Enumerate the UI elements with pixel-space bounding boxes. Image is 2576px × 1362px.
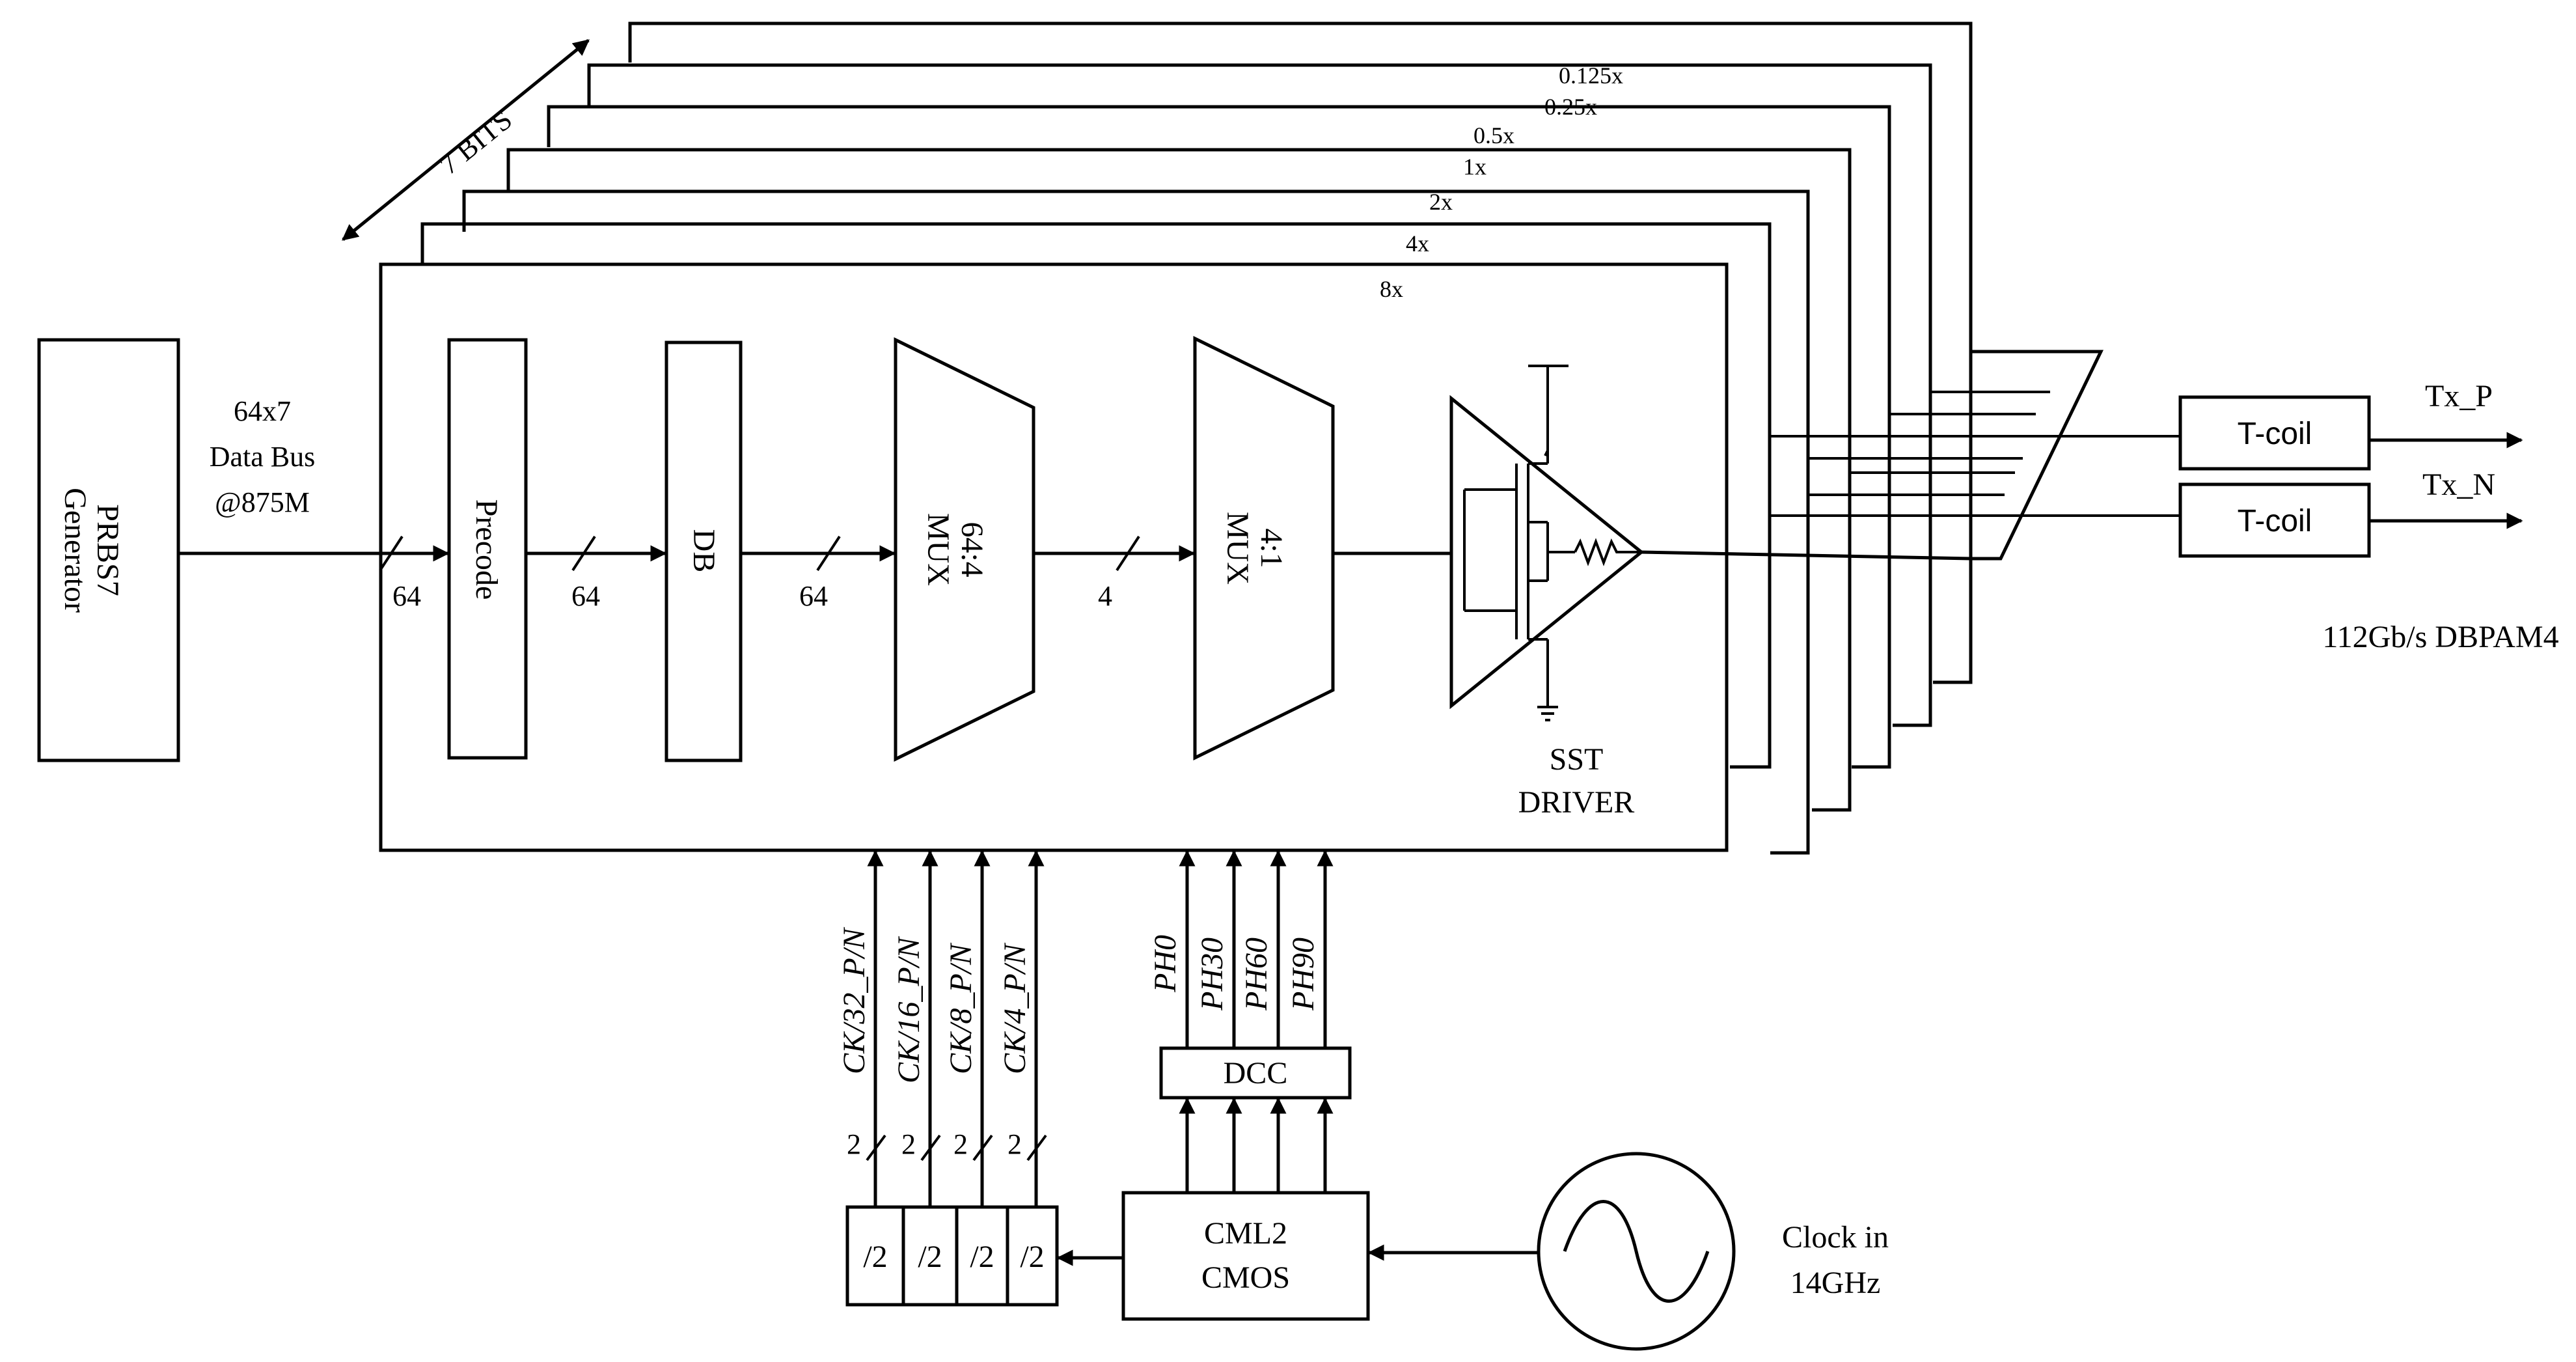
- data-rate-label: 112Gb/s DBPAM4: [2322, 620, 2558, 654]
- db-label: DB: [687, 529, 721, 573]
- bus-width-4: 4: [1098, 580, 1112, 612]
- divider-2-label: /2: [918, 1240, 942, 1274]
- ck8-width: 2: [953, 1128, 968, 1160]
- ph60-label: PH60: [1239, 938, 1274, 1011]
- tx-p-label: Tx_P: [2425, 379, 2493, 413]
- bus-slash-4: [1116, 535, 1140, 572]
- slice-frame-0125x: [628, 21, 1973, 684]
- ph90-label: PH90: [1286, 938, 1321, 1011]
- bits-arrow: [342, 39, 590, 241]
- tcoil-n-label: T-coil: [2238, 504, 2312, 538]
- sst-label-line1: SST: [1550, 742, 1604, 777]
- divider-3-label: /2: [970, 1240, 994, 1274]
- ck8-slash: [972, 1134, 993, 1161]
- mux64-label-line2: MUX: [921, 513, 955, 586]
- sine-wave-icon: [1563, 1200, 1710, 1303]
- sst-resistor: [1574, 538, 1640, 566]
- tcoil-n-block: [2178, 482, 2371, 558]
- bits-label: 7 BITS: [433, 104, 518, 181]
- slice-stack: [379, 21, 1973, 855]
- mux-4to1: [1193, 335, 1335, 761]
- mux4-label-line2: MUX: [1220, 512, 1255, 585]
- ck32-width: 2: [847, 1128, 861, 1160]
- slice-label-1x: 1x: [1463, 154, 1487, 180]
- bus-width-2: 64: [571, 580, 600, 612]
- ck16-width: 2: [901, 1128, 916, 1160]
- clock-width-marks: 2 2 2 2: [847, 1128, 1047, 1161]
- bus-label-line2: Data Bus: [210, 441, 316, 473]
- slice-label-0125x: 0.125x: [1559, 63, 1623, 89]
- dcc-label: DCC: [1224, 1056, 1288, 1091]
- bus-label-line3: @875M: [215, 486, 310, 518]
- db-block: [665, 340, 743, 762]
- slice-label-4x: 4x: [1406, 230, 1429, 257]
- ck4-slash: [1026, 1134, 1047, 1161]
- mux64-label-line1: 64:4: [955, 521, 989, 577]
- ck16-label: CK/16_P/N: [892, 936, 926, 1083]
- prbs7-label-line1: PRBS7: [90, 504, 125, 596]
- output-summing-node: [1969, 350, 2103, 561]
- ck16-slash: [920, 1134, 941, 1161]
- bus-slash-1: [379, 535, 404, 572]
- bus-width-3: 64: [799, 580, 828, 612]
- tx-n-label: Tx_N: [2422, 467, 2495, 502]
- cml2cmos-label-line2: CMOS: [1201, 1260, 1290, 1295]
- dcc-block: [1159, 1046, 1352, 1100]
- mux4-label-line1: 4:1: [1254, 528, 1289, 568]
- clock-label-line1: Clock in: [1782, 1220, 1889, 1255]
- slice-label-2x: 2x: [1429, 189, 1453, 215]
- bus-slash-3: [816, 535, 841, 572]
- precode-block: [447, 338, 528, 760]
- prbs7-generator-block: [37, 338, 180, 762]
- tcoil-p-block: [2178, 395, 2371, 471]
- ck32-slash: [866, 1134, 886, 1161]
- bus-label-line1: 64x7: [234, 395, 291, 427]
- slice-label-025x: 0.25x: [1544, 94, 1597, 120]
- slice-label-05x: 0.5x: [1473, 122, 1514, 148]
- bus-slash-2: [571, 535, 596, 572]
- clock-label-line2: 14GHz: [1790, 1266, 1881, 1300]
- cml2cmos-label-line1: CML2: [1204, 1216, 1287, 1251]
- ck32-label: CK/32_P/N: [837, 926, 871, 1074]
- output-bus-wire: [1639, 550, 1971, 561]
- prbs7-label-line2: Generator: [58, 488, 92, 613]
- divider-4-label: /2: [1020, 1240, 1044, 1274]
- ck8-label: CK/8_P/N: [944, 942, 978, 1074]
- tcoil-p-label: T-coil: [2238, 417, 2312, 451]
- divider-1-label: /2: [863, 1240, 887, 1274]
- ck4-width: 2: [1007, 1128, 1022, 1160]
- ph0-label: PH0: [1148, 935, 1183, 993]
- sst-vdd-tick: [1544, 450, 1549, 456]
- ph30-label: PH30: [1195, 938, 1229, 1011]
- sst-driver: [1449, 365, 1644, 721]
- bus-width-1: 64: [392, 580, 421, 612]
- slice-label-8x: 8x: [1380, 276, 1403, 302]
- cml2cmos-block: [1121, 1191, 1370, 1321]
- sst-label-line2: DRIVER: [1518, 785, 1635, 820]
- ck4-label: CK/4_P/N: [998, 942, 1032, 1074]
- mux-64to4: [894, 337, 1035, 762]
- precode-label: Precode: [469, 499, 504, 600]
- divider-group: [845, 1205, 1059, 1307]
